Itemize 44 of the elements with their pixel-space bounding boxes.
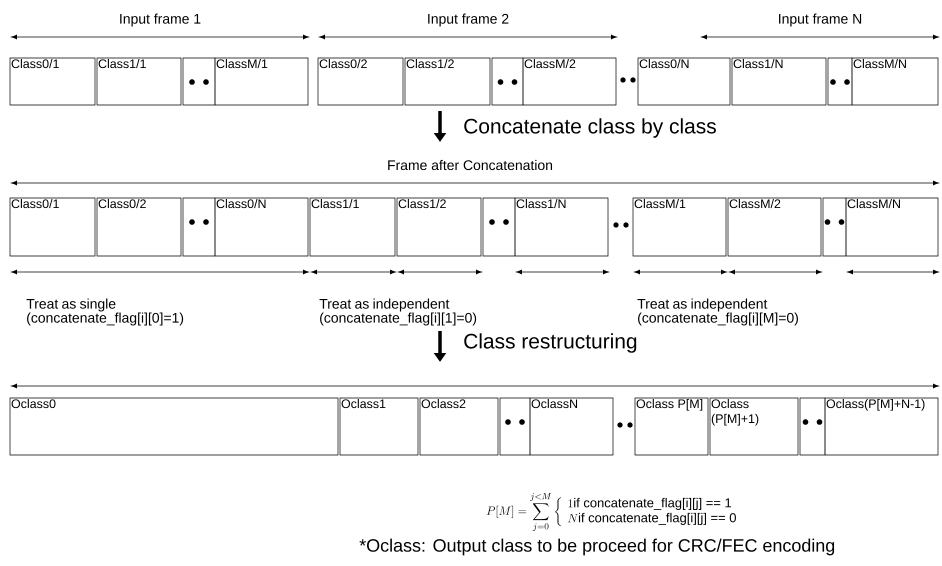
note-text: Treat as independent (concatenate_flag[i][M]=0)	[638, 298, 798, 326]
class-box: Class0/1	[10, 198, 96, 256]
span-label: Class restructuring	[464, 333, 636, 353]
class-box: Class1/2	[396, 198, 482, 256]
class-box: ClassM/N	[846, 198, 938, 256]
note-text: Treat as independent (concatenate_flag[i][1]=0)	[320, 298, 476, 326]
class-box: Oclass (P[M]+1)	[710, 398, 798, 456]
class-box: ClassM/2	[522, 58, 616, 106]
span-label: Input frame N	[779, 14, 862, 26]
ellipsis-box	[182, 198, 216, 256]
class-box: OclassN	[530, 398, 614, 456]
class-box: Class1/N	[514, 198, 608, 256]
class-box: Class0/2	[96, 198, 182, 256]
ellipsis-box	[828, 58, 852, 106]
span-label: Frame after Concatenation	[388, 160, 552, 170]
class-box: ClassM/1	[214, 58, 308, 106]
class-box: Class1/1	[310, 198, 396, 256]
note-text: Treat as single (concatenate_flag[i][0]=1)	[26, 298, 184, 326]
ellipsis-box	[800, 398, 826, 456]
class-box: Class0/N	[638, 58, 730, 106]
class-box: Oclass2	[420, 398, 498, 456]
class-box: ClassM/N	[852, 58, 938, 106]
class-box: Class1/2	[404, 58, 490, 106]
ellipsis-box	[482, 198, 516, 256]
class-box: ClassM/1	[632, 198, 726, 256]
span-label: Input frame 1	[120, 14, 200, 26]
class-box: Class0/N	[214, 198, 308, 256]
span-label: Input frame 2	[428, 14, 508, 26]
class-box: Oclass P[M]	[634, 398, 708, 456]
ellipsis-box	[492, 58, 524, 106]
class-box: Class1/N	[732, 58, 826, 106]
class-box: Oclass1	[340, 398, 418, 456]
span-label: Concatenate class by class	[464, 118, 716, 138]
class-box: Class0/1	[10, 58, 96, 106]
class-box: Oclass(P[M]+N-1)	[824, 398, 938, 456]
class-box: Class0/2	[318, 58, 404, 106]
class-box: Oclass0	[10, 398, 338, 456]
ellipsis-box	[500, 398, 530, 456]
ellipsis-box	[822, 198, 846, 256]
class-box: Class1/1	[96, 58, 182, 106]
caption: *Oclass: Output class to be proceed for CRC/FEC encoding	[359, 538, 834, 556]
formula: $P[M] = \sum_{j=0}^{j<M} \left\{ \begin{array}{l}1\text{if concatenate\_flag[i][j] == 1}\\ N\text{if concatenate\_flag[i][j] == 0}\end{array}\right.$	[486, 493, 736, 532]
class-box: ClassM/2	[728, 198, 822, 256]
ellipsis-box	[182, 58, 216, 106]
